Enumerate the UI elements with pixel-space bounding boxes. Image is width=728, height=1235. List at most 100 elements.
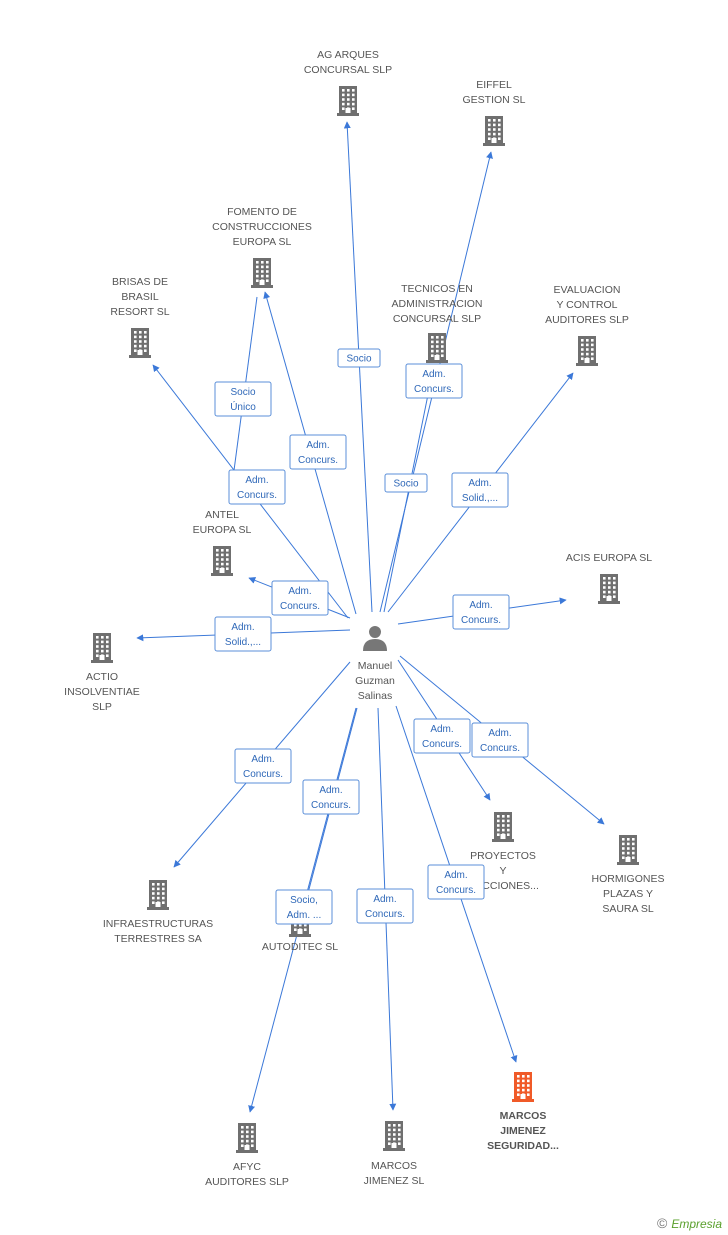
edge-label-text: Adm. ...: [287, 910, 321, 921]
company-node-agarques[interactable]: AG ARQUES CONCURSAL SLP: [304, 49, 392, 116]
building-icon: [492, 812, 514, 842]
edge-label-text: Concurs.: [243, 769, 283, 780]
company-label: ADMINISTRACION: [391, 298, 482, 310]
building-icon: [129, 328, 151, 358]
edge-label-hormigones[interactable]: Adm. Concurs.: [471, 722, 529, 758]
edge-label-infra[interactable]: Adm.Concurs.: [234, 748, 292, 784]
building-icon: [211, 546, 233, 576]
building-icon: [91, 633, 113, 663]
brand-logo-text[interactable]: Empresia: [671, 1217, 722, 1231]
edge-label-evaluacion[interactable]: Adm.Solid.,...: [451, 472, 509, 508]
edge-label-fomento[interactable]: Adm.Concurs.: [289, 434, 347, 470]
company-label: INFRAESTRUCTURAS: [103, 918, 213, 930]
company-label: BRASIL: [121, 291, 159, 303]
edge-label-text: Concurs.: [311, 800, 351, 811]
edge-label-text: Adm.: [319, 785, 342, 796]
edge-labels-layer: SocioSocioAdm.Concurs.SocioÚnicoAdm.Conc…: [214, 348, 529, 925]
edge-label-marcosseg[interactable]: Adm.Concurs.: [427, 864, 485, 900]
edge-label-agarques[interactable]: Socio: [337, 348, 381, 368]
edge-label-text: Solid.,...: [225, 637, 261, 648]
edge-label-text: Socio: [346, 354, 371, 365]
company-label: ACIS EUROPA SL: [566, 552, 652, 564]
person-icon: [363, 626, 387, 651]
company-label: AFYC: [233, 1161, 261, 1173]
edge-label-text: Concurs.: [298, 455, 338, 466]
company-label: PROYECTOS: [470, 850, 536, 862]
company-label: EIFFEL: [476, 79, 512, 91]
company-label: SLP: [92, 701, 112, 713]
company-label: ACTIO: [86, 671, 118, 683]
company-label: BRISAS DE: [112, 276, 168, 288]
company-label: TERRESTRES SA: [114, 933, 202, 945]
company-label: EUROPA SL: [193, 524, 252, 536]
company-label: PLAZAS Y: [603, 888, 653, 900]
company-node-eiffel[interactable]: EIFFEL GESTION SL: [462, 79, 526, 146]
edge-label-tecnicos[interactable]: Adm.Concurs.: [405, 363, 463, 399]
edge-label-text: Socio: [393, 479, 418, 490]
edge-label-text: Adm.: [488, 728, 511, 739]
edge-label-proyectos[interactable]: Adm. Concurs.: [413, 718, 471, 754]
edge-label-text: Adm.: [373, 894, 396, 905]
company-label: Y: [499, 865, 506, 877]
company-label: MARCOS: [500, 1110, 547, 1122]
edge-label-afyc[interactable]: Socio, Adm. ...: [275, 889, 333, 925]
person-label: Salinas: [358, 690, 392, 702]
company-node-marcosseg[interactable]: MARCOS JIMENEZ SEGURIDAD...: [487, 1072, 559, 1152]
edge-label-text: Concurs.: [422, 739, 462, 750]
company-label: AUTODITEC SL: [262, 941, 338, 953]
nodes-layer: AG ARQUES CONCURSAL SLP EIFFEL GESTION SL FO…: [64, 49, 664, 1188]
edge-label-acis[interactable]: Adm.Concurs.: [452, 594, 510, 630]
company-node-antel[interactable]: ANTEL EUROPA SL: [193, 509, 252, 576]
edge-label-text: Concurs.: [480, 743, 520, 754]
building-icon: [617, 835, 639, 865]
building-icon: [236, 1123, 258, 1153]
edge-label-text: Concurs.: [365, 909, 405, 920]
company-label: ANTEL: [205, 509, 239, 521]
edge-label-text: Socio,: [290, 895, 318, 906]
company-node-acis[interactable]: ACIS EUROPA SL: [566, 552, 652, 604]
company-node-infra[interactable]: INFRAESTRUCTURAS TERRESTRES SA: [103, 880, 213, 945]
edge-label-text: Adm.: [245, 475, 268, 486]
company-label: JIMENEZ SL: [364, 1175, 425, 1187]
company-node-afyc[interactable]: AFYC AUDITORES SLP: [205, 1123, 289, 1188]
edge-label-antel[interactable]: Adm.Concurs.: [271, 580, 329, 616]
building-icon: [512, 1072, 534, 1102]
building-icon: [576, 336, 598, 366]
edge-label-marcosjim[interactable]: Adm. Concurs.: [356, 888, 414, 924]
company-label: CONCURSAL SLP: [393, 313, 481, 325]
company-label: RUCCIONES...: [467, 880, 539, 892]
company-label: GESTION SL: [462, 94, 525, 106]
company-label: CONSTRUCCIONES: [212, 221, 312, 233]
edge-label-text: Concurs.: [461, 615, 501, 626]
building-icon: [147, 880, 169, 910]
company-label: SEGURIDAD...: [487, 1140, 559, 1152]
company-node-proyectos[interactable]: PROYECTOS Y RUCCIONES...: [467, 812, 539, 892]
edge-label-eiffel[interactable]: Socio: [384, 473, 428, 493]
edge-label-text: Socio: [230, 387, 255, 398]
edge-label-text: Adm.: [430, 724, 453, 735]
edge-label-text: Concurs.: [280, 601, 320, 612]
company-label: JIMENEZ: [500, 1125, 546, 1137]
company-label: AG ARQUES: [317, 49, 379, 61]
edge-label-text: Solid.,...: [462, 493, 498, 504]
edge-label-actio[interactable]: Adm.Solid.,...: [214, 616, 272, 652]
company-label: CONCURSAL SLP: [304, 64, 392, 76]
edge-label-brisas[interactable]: Adm. Concurs.: [228, 469, 286, 505]
edge-label-text: Adm.: [444, 870, 467, 881]
company-label: SAURA SL: [602, 903, 654, 915]
edge-label-text: Concurs.: [237, 490, 277, 501]
company-label: AUDITORES SLP: [205, 1176, 289, 1188]
company-label: FOMENTO DE: [227, 206, 297, 218]
edge-label-autoditec[interactable]: Adm. Concurs.: [302, 779, 360, 815]
footer-brand: ©Empresia: [657, 1215, 722, 1231]
